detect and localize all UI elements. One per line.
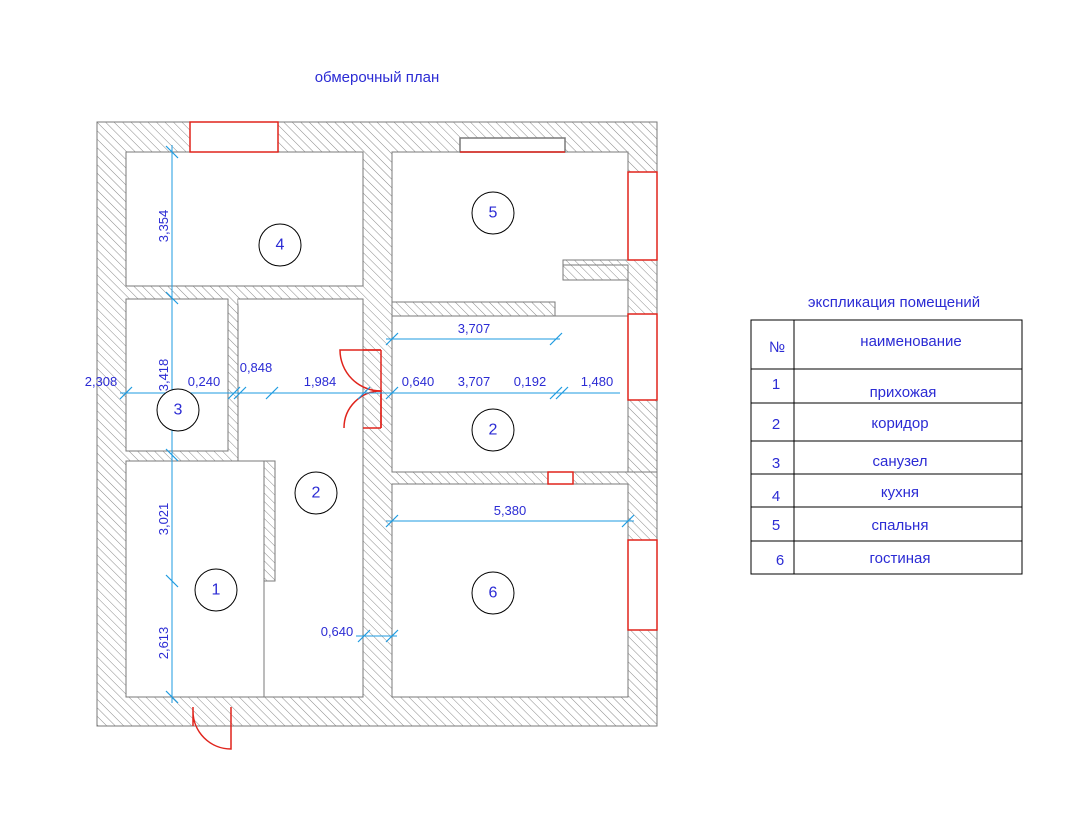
room-number: 1 <box>212 582 221 599</box>
room-number: 6 <box>489 585 498 602</box>
legend-row-num: 2 <box>772 416 780 433</box>
dimension-label: 3,707 <box>458 321 491 336</box>
legend-row-name: спальня <box>872 517 929 534</box>
partition-wall <box>562 264 629 281</box>
room-number: 5 <box>489 205 498 222</box>
legend-row-name: прихожая <box>870 384 937 401</box>
partition-wall <box>263 460 276 582</box>
partition-wall <box>391 301 556 317</box>
legend-header-name: наименование <box>860 333 961 350</box>
legend-row-num: 4 <box>772 488 780 505</box>
dimension-label: 0,192 <box>514 374 547 389</box>
corridor-right-interior <box>391 315 629 473</box>
room-interiors <box>125 151 629 698</box>
room-number: 2 <box>312 485 321 502</box>
doors <box>192 349 382 750</box>
room-marker: 2 <box>471 408 515 452</box>
dimension-label: 0,848 <box>240 360 273 375</box>
room-marker: 2 <box>294 471 338 515</box>
dimension-label: 0,640 <box>402 374 435 389</box>
dimension-label: 1,480 <box>581 374 614 389</box>
dimension-label: 0,640 <box>321 624 354 639</box>
dimension-labels: 3,354 3,418 3,021 2,613 2,308 0,240 0,84… <box>85 210 614 660</box>
legend-row-num: 5 <box>772 517 780 534</box>
room-legend: экспликация помещений № наименование 1 п… <box>750 294 1023 575</box>
legend-row-num: 3 <box>772 455 780 472</box>
legend-title: экспликация помещений <box>808 294 980 311</box>
room-marker: 1 <box>194 568 238 612</box>
legend-row-name: коридор <box>871 415 928 432</box>
room-marker: 3 <box>156 388 200 432</box>
dimension-label: 5,380 <box>494 503 527 518</box>
dimension-label: 2,308 <box>85 374 118 389</box>
dimension-label: 3,418 <box>156 359 171 392</box>
dimension-label: 1,984 <box>304 374 337 389</box>
legend-row-name: гостиная <box>870 550 931 567</box>
dimension-label: 3,021 <box>156 503 171 536</box>
dimension-label: 2,613 <box>156 627 171 660</box>
room-markers: 4 5 3 2 2 1 6 <box>156 191 515 615</box>
room-number: 4 <box>276 237 285 254</box>
partition-wall <box>627 399 658 473</box>
room-number: 2 <box>489 422 498 439</box>
dimension-label: 3,707 <box>458 374 491 389</box>
legend-grid <box>750 319 1023 575</box>
legend-row-num: 6 <box>776 552 784 569</box>
dimension-label: 0,240 <box>188 374 221 389</box>
plan-title: обмерочный план <box>315 69 440 86</box>
legend-row-name: санузел <box>873 453 928 470</box>
legend-row-num: 1 <box>772 376 780 393</box>
legend-header-num: № <box>769 339 785 356</box>
room-marker: 6 <box>471 571 515 615</box>
windows <box>189 121 658 631</box>
dimension-label: 3,354 <box>156 210 171 243</box>
room-marker: 4 <box>258 223 302 267</box>
room-number: 3 <box>174 402 183 419</box>
room-marker: 5 <box>471 191 515 235</box>
legend-row-name: кухня <box>881 484 919 501</box>
